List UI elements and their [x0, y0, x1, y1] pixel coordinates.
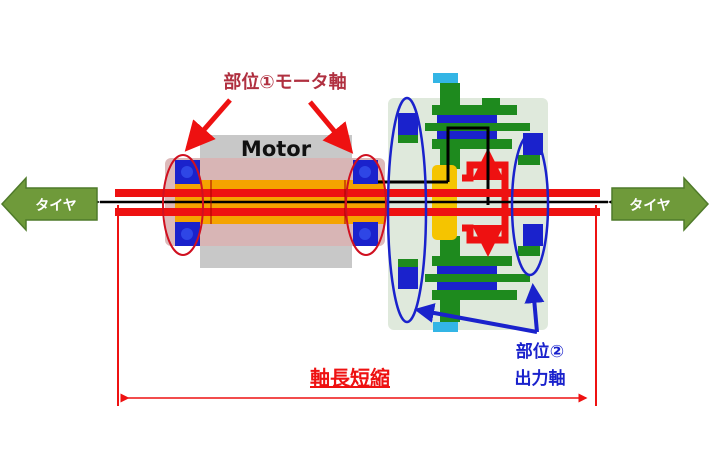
drive-shaft-upper [115, 189, 600, 197]
part1-label: 部位①モータ軸 [223, 71, 346, 93]
part2-label-line2: 出力軸 [515, 368, 566, 389]
part2-arrow-right [524, 283, 545, 333]
tire-right-label: タイヤ [629, 198, 671, 214]
part1-arrow-left [184, 98, 232, 152]
tire-left-arrow [0, 176, 98, 232]
motor-label: Motor [241, 137, 312, 161]
tire-left-label: タイヤ [35, 198, 77, 214]
tire-right-arrow [611, 176, 710, 232]
part1-highlight-left [162, 154, 204, 256]
shorten-label: 軸長短縮 [310, 366, 390, 390]
part2-label-line1: 部位② [516, 341, 564, 362]
part2-arrow-left [414, 303, 538, 334]
motor-bearings [175, 160, 378, 246]
part2-highlight-left [386, 96, 428, 324]
part2-highlight-right [510, 133, 550, 277]
part1-arrow-right [308, 100, 354, 154]
drive-shaft-lower [115, 208, 600, 216]
part1-highlight-right [345, 154, 387, 256]
